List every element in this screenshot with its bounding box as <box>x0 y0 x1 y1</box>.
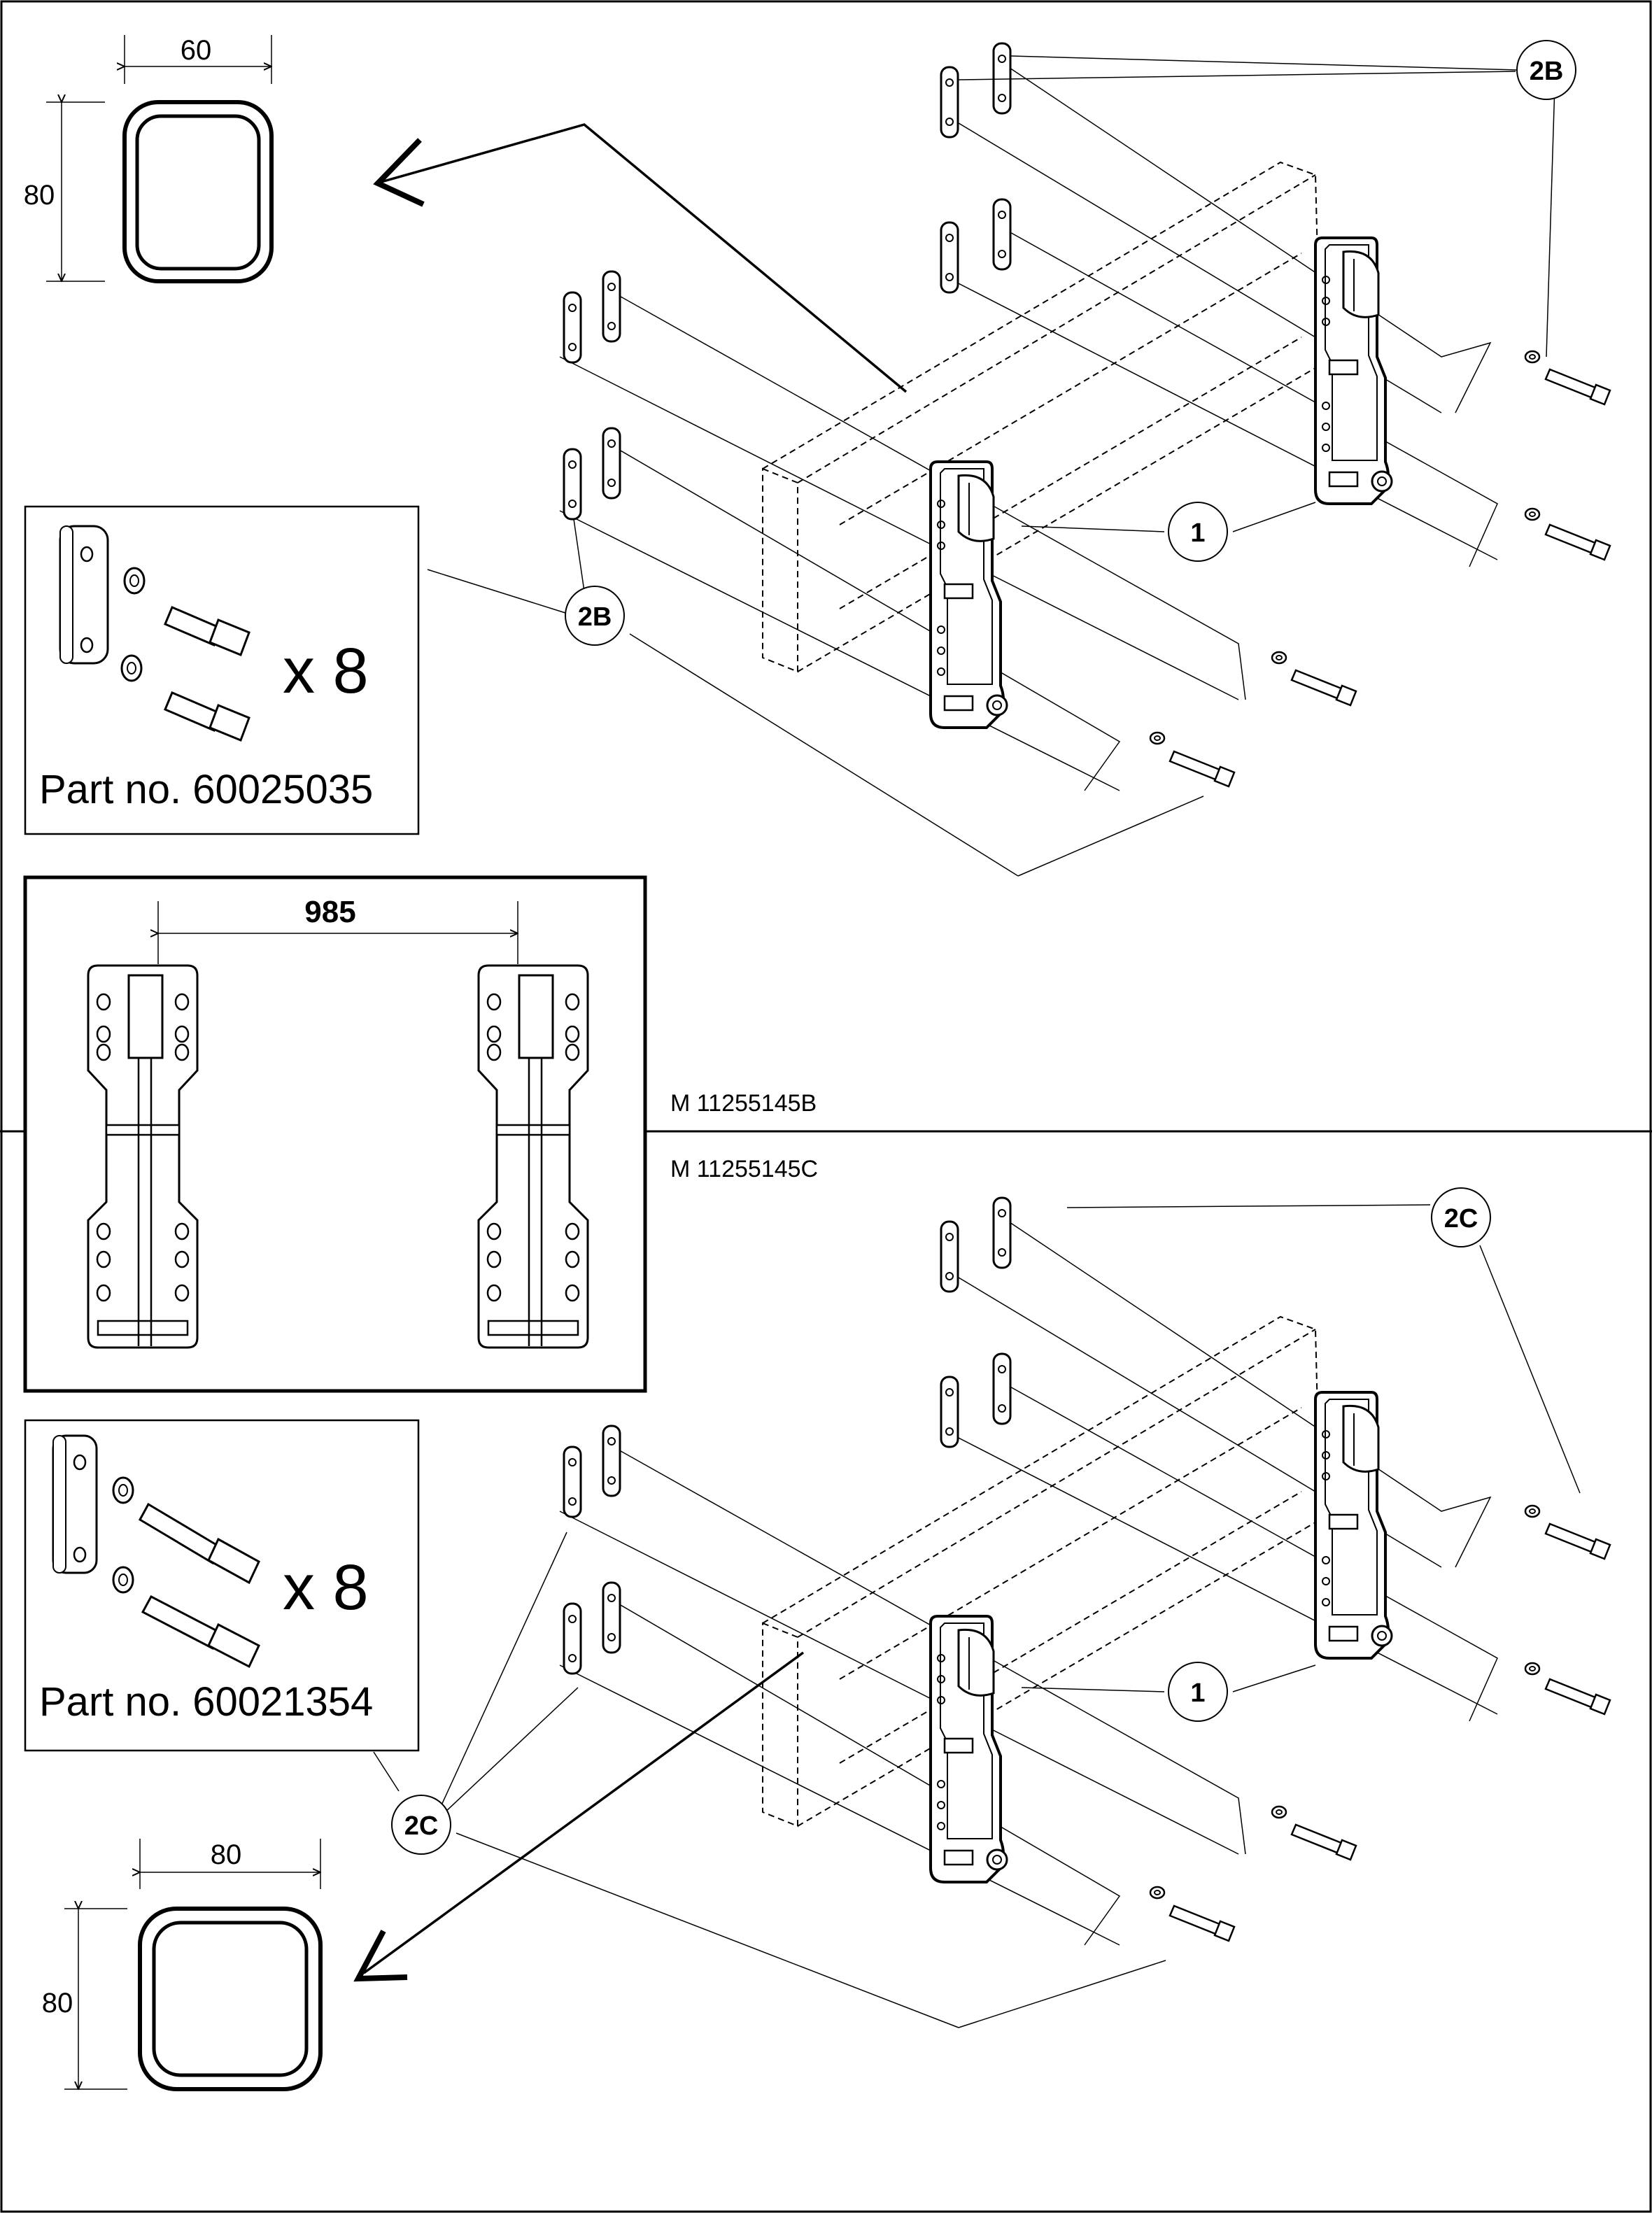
profile-width-label: 60 <box>181 35 212 66</box>
callout-2b-left: 2B <box>565 586 625 646</box>
kit-quantity: x 8 <box>283 1552 369 1623</box>
bracket-assembly <box>560 1198 1610 1945</box>
drawing-reference: M 11255145B <box>670 1090 817 1117</box>
tube-profile-80x80: 80 80 <box>42 1839 323 2091</box>
profile-height-label: 80 <box>24 180 55 211</box>
washer-icon <box>120 567 146 682</box>
washer-icon <box>112 1476 134 1594</box>
callout-2c-label: 2C <box>1444 1204 1478 1233</box>
profile-pointer-arrow <box>353 1651 805 1982</box>
callout-2b-label: 2B <box>1530 57 1564 86</box>
tube-profile-60x80: 60 80 <box>24 35 274 283</box>
callout-1: 1 <box>1168 1662 1228 1722</box>
profile-height-label: 80 <box>42 1988 73 2018</box>
callout-leaders <box>373 1204 1581 2028</box>
bracket-assembly <box>560 43 1610 791</box>
callout-1: 1 <box>1168 502 1228 562</box>
callout-2b-label: 2B <box>578 602 612 632</box>
profile-width-label: 80 <box>211 1839 242 1870</box>
bracket-spacing-box: 985 <box>23 875 647 1393</box>
bolt-kit-box: x 8 Part no. 60021354 <box>24 1419 420 1752</box>
bolt-icon <box>164 606 250 742</box>
callout-2c-right: 2C <box>1431 1187 1491 1247</box>
callout-2b-right: 2B <box>1516 40 1576 100</box>
kit-quantity: x 8 <box>283 635 369 707</box>
bolt-kit-box: x 8 Part no. 60025035 <box>24 505 420 835</box>
spacer-plate-icon <box>52 1434 98 1574</box>
kit-part-number: Part no. 60025035 <box>39 767 373 812</box>
callout-leaders <box>427 55 1555 877</box>
callout-1-label: 1 <box>1190 1678 1205 1708</box>
callout-1-label: 1 <box>1190 518 1205 548</box>
spacing-distance-label: 985 <box>304 895 355 929</box>
bottom-panel: M 11255145C x 8 <box>24 1156 1610 2091</box>
callout-2c-left: 2C <box>391 1795 451 1855</box>
spacer-plate-icon <box>59 525 109 665</box>
kit-part-number: Part no. 60021354 <box>39 1679 373 1725</box>
top-panel: 60 80 <box>24 35 1610 1117</box>
callout-2c-label: 2C <box>404 1811 439 1841</box>
profile-pointer-arrow <box>373 123 908 393</box>
bolt-icon <box>138 1502 260 1669</box>
drawing-reference: M 11255145C <box>670 1156 818 1182</box>
